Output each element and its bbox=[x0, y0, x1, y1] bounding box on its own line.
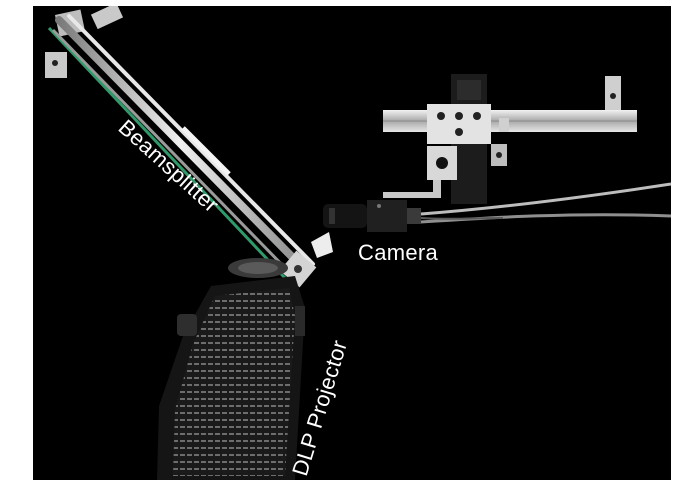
dlp-projector bbox=[157, 258, 305, 480]
rail-plate bbox=[427, 104, 491, 144]
cable-lower bbox=[420, 213, 671, 224]
projector-knob bbox=[177, 314, 197, 336]
camera-body bbox=[367, 200, 407, 232]
rail-clip bbox=[181, 126, 231, 176]
cables bbox=[420, 182, 671, 224]
projector-grill bbox=[173, 288, 295, 476]
camera-label: Camera bbox=[358, 240, 439, 265]
beamsplitter-assembly bbox=[45, 6, 333, 288]
camera-mount bbox=[383, 74, 637, 204]
photo: Beamsplitter Camera DLP Projector bbox=[33, 6, 671, 480]
cable-upper bbox=[420, 182, 671, 216]
beamsplitter-glass bbox=[47, 26, 287, 280]
lab-setup-scene bbox=[45, 6, 671, 480]
camera bbox=[323, 200, 421, 232]
top-clamp bbox=[90, 6, 124, 30]
corner-bracket bbox=[311, 232, 333, 258]
rail-upper bbox=[55, 16, 307, 272]
